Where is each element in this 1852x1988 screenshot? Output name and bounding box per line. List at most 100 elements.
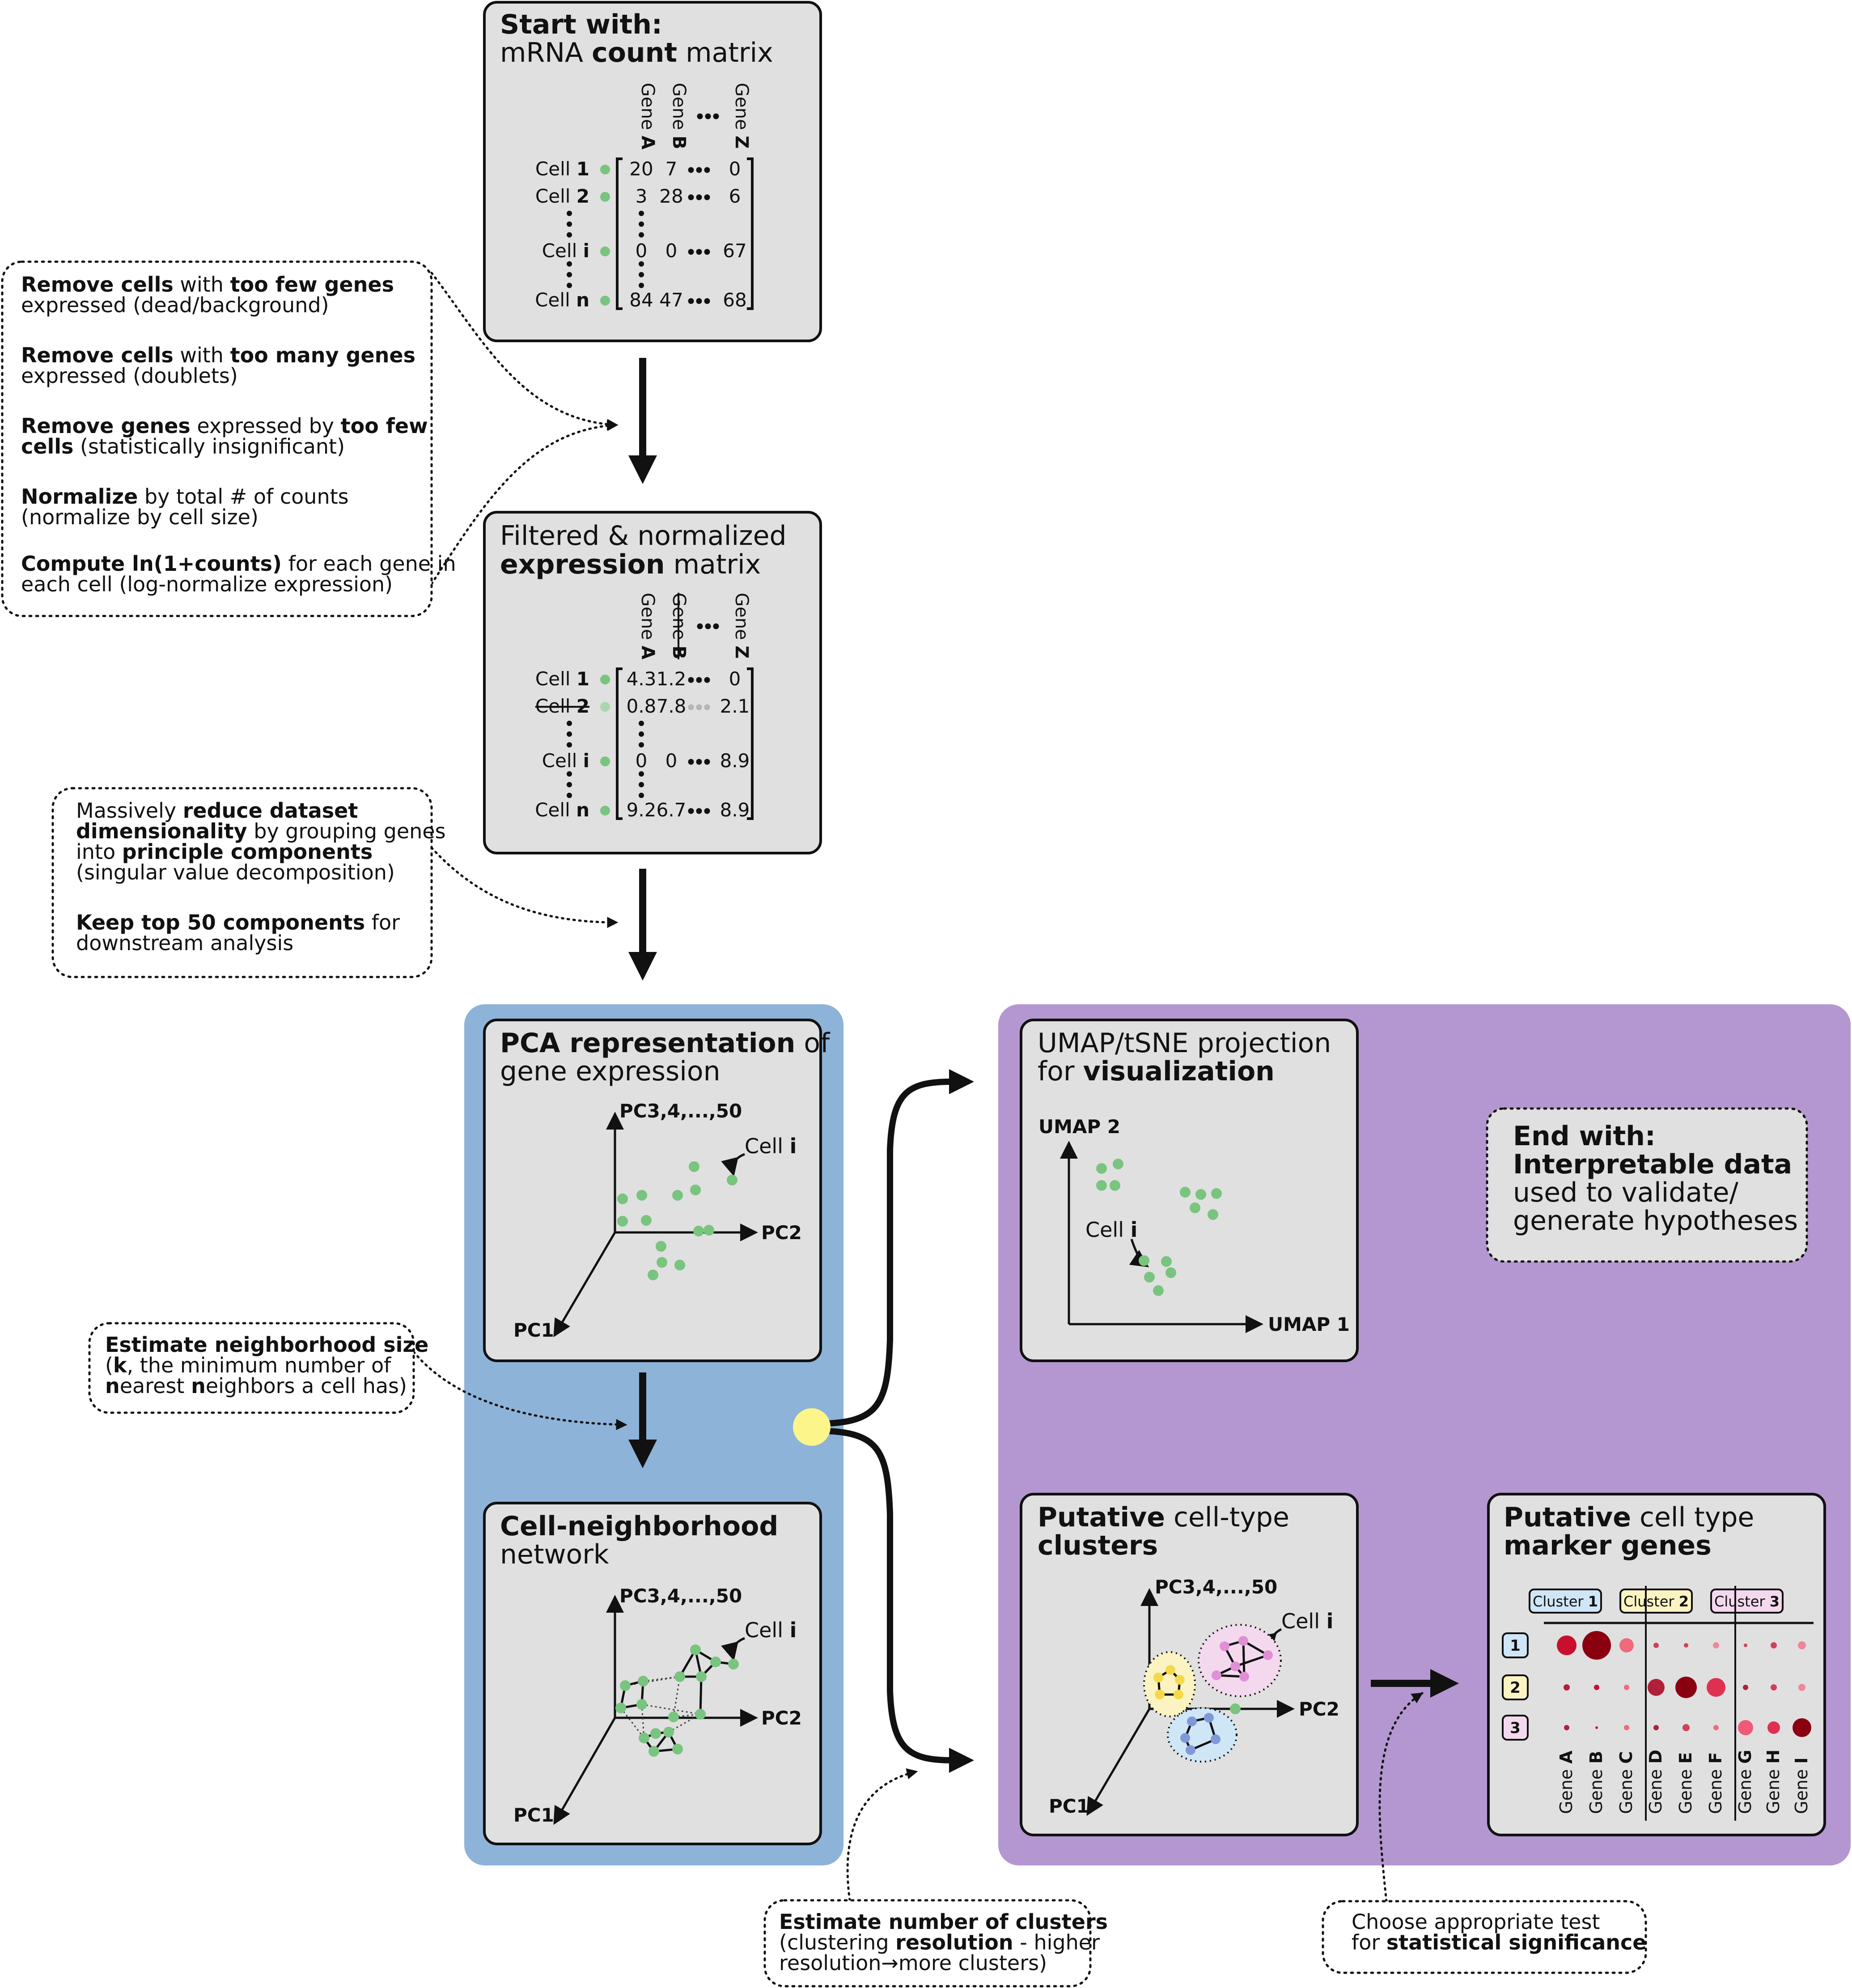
svg-text:used to validate/: used to validate/ (1513, 1177, 1739, 1208)
matrix-cell: 4.3 (627, 668, 657, 690)
svg-text:network: network (500, 1539, 609, 1570)
svg-text:Cell i: Cell i (1085, 1218, 1137, 1242)
cell-dot (1096, 1180, 1107, 1191)
cluster-3-hull (1198, 1624, 1282, 1697)
marker-dot (1624, 1725, 1629, 1730)
row-label: Cell 2 (535, 695, 589, 717)
cluster-2-hull (1143, 1651, 1196, 1717)
gene-label: Gene F (1706, 1752, 1725, 1814)
row-cluster-label: 2 (1510, 1679, 1521, 1697)
network-edge-weak (641, 1704, 645, 1738)
test-note-connector (1378, 1692, 1424, 1903)
svg-text:expression matrix: expression matrix (500, 549, 761, 580)
svg-text:clusters: clusters (1038, 1530, 1158, 1561)
ellipsis-dot (704, 759, 710, 765)
ellipsis-dot (639, 731, 644, 737)
svg-text:Keep top 50 components for: Keep top 50 components for (76, 910, 400, 935)
svg-text:PC3,4,...,50: PC3,4,...,50 (1155, 1576, 1277, 1598)
cluster-1-cell (1211, 1734, 1221, 1744)
cell-dot (1113, 1159, 1123, 1169)
cell-dot (1208, 1209, 1218, 1220)
ellipsis-dot (688, 167, 694, 173)
svg-text:Estimate neighborhood size: Estimate neighborhood size (105, 1333, 428, 1357)
cluster-3-cell (1238, 1636, 1248, 1646)
pca-cell-dots (617, 1161, 737, 1280)
row-cluster-label: 1 (1510, 1637, 1521, 1655)
ellipsis-dot (696, 249, 702, 255)
cell-dot (1144, 1272, 1155, 1283)
gene-label: Gene E (1676, 1752, 1695, 1814)
cell-dot (617, 1216, 628, 1227)
matrix-cell: 47 (659, 289, 683, 311)
cluster-edge (1235, 1654, 1268, 1668)
branch-arrow-to-clusters (811, 1427, 974, 1773)
pca-note-connector (430, 846, 619, 928)
markers-box: Putative cell type marker genes Cluster … (1487, 1493, 1826, 1836)
marker-dot (1564, 1684, 1570, 1691)
cell-dot (690, 1185, 701, 1195)
row-label: Cell 2 (535, 185, 589, 207)
marker-dot (1713, 1725, 1719, 1730)
svg-text:PCA representation of: PCA representation of (500, 1028, 831, 1059)
start-box: Start with: mRNA count matrix Gene AGene… (483, 1, 822, 342)
cell-dot (650, 1728, 661, 1739)
svg-text:Compute ln(1+counts) for each: Compute ln(1+counts) for each gene in (21, 552, 456, 576)
cell-dot (657, 1257, 667, 1268)
branch-arrow-to-umap (811, 1069, 974, 1427)
ellipsis-dot (639, 221, 644, 227)
row-dot (600, 675, 610, 684)
branch-node (793, 1408, 831, 1446)
matrix-cell: 0 (636, 240, 648, 262)
cell-dot (1096, 1163, 1107, 1174)
matrix-cell: 8.9 (720, 750, 750, 772)
row-dot (600, 296, 610, 306)
cell-dot (1211, 1188, 1222, 1199)
cell-dot (1161, 1256, 1172, 1267)
cell-dot (638, 1676, 648, 1686)
matrix-cell: 7 (665, 158, 678, 180)
marker-dot (1738, 1720, 1753, 1735)
matrix-cell: 6.7 (657, 799, 687, 821)
network-edge-weak (643, 1676, 680, 1682)
svg-text:Cell i: Cell i (745, 1618, 797, 1642)
matrix-cell: 8.9 (720, 799, 750, 821)
pca-note: Massively reduce dataset dimensionality … (51, 787, 446, 978)
marker-dot (1771, 1684, 1777, 1691)
ellipsis-dot (639, 283, 644, 288)
matrix-bracket-right (747, 667, 754, 820)
ellipsis-dot (688, 759, 694, 765)
matrix-cell: 6 (729, 185, 741, 207)
ellipsis-dot (567, 731, 572, 737)
cell-dot (636, 1190, 647, 1201)
svg-text:downstream analysis: downstream analysis (76, 931, 293, 955)
svg-text:Cell i: Cell i (745, 1134, 797, 1158)
cell-dot (639, 1733, 649, 1743)
marker-dot (1582, 1631, 1611, 1660)
marker-dot (1707, 1678, 1725, 1697)
cell-dot (672, 1190, 683, 1201)
ellipsis-dot (704, 249, 710, 255)
cluster-graph (1143, 1624, 1282, 1763)
pca-axes (553, 1112, 758, 1338)
ellipsis-dot (567, 221, 572, 227)
svg-text:UMAP 1: UMAP 1 (1268, 1313, 1350, 1335)
cell-dot (1165, 1267, 1176, 1278)
filter-note-connector-2 (430, 420, 619, 585)
cluster-1-hull (1167, 1707, 1237, 1763)
svg-text:expressed (dead/background): expressed (dead/background) (21, 293, 329, 317)
network-edge (699, 1676, 703, 1715)
ellipsis-dot (639, 211, 644, 216)
marker-dot (1624, 1685, 1629, 1690)
cluster-header-label: Cluster 2 (1623, 1593, 1689, 1610)
marker-dot (1619, 1638, 1634, 1652)
matrix-cell: 28 (659, 185, 683, 207)
cluster-2-cell (1175, 1675, 1185, 1685)
matrix-cell: 20 (629, 158, 653, 180)
cell-dot (1180, 1187, 1191, 1198)
cell-dot (693, 1226, 704, 1236)
cell-dot (689, 1161, 699, 1172)
matrix-bracket-right (747, 157, 754, 310)
row-cluster-badge (1502, 1715, 1529, 1741)
matrix-cell: 84 (629, 289, 653, 311)
svg-text:resolution→more clusters): resolution→more clusters) (779, 1951, 1047, 1975)
